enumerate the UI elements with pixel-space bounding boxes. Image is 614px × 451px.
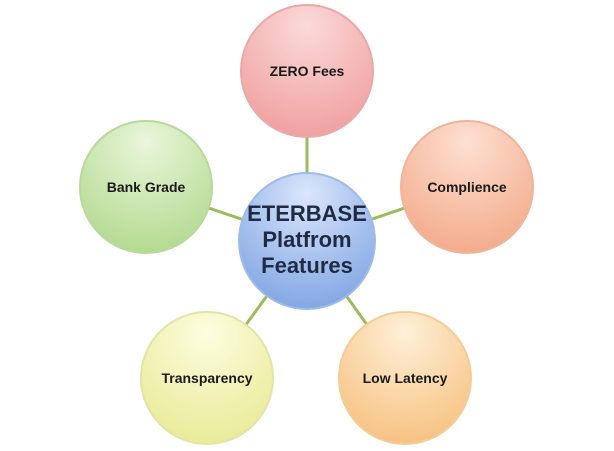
feature-label-transparency: Transparency <box>161 370 252 386</box>
connector-complience <box>370 206 405 221</box>
feature-node-complience: Complience <box>400 120 534 254</box>
feature-label-bank-grade: Bank Grade <box>107 179 186 195</box>
feature-circle-complience <box>400 120 534 254</box>
center-title-line-2: Platfrom <box>262 227 351 252</box>
feature-node-bank-grade: Bank Grade <box>79 120 213 254</box>
center-title-line-3: Features <box>261 253 353 278</box>
feature-node-zero-fees: ZERO Fees <box>240 4 374 138</box>
center-title-line-1: ETERBASE <box>247 201 367 226</box>
connector-low-latency <box>345 295 368 326</box>
connectors <box>208 137 405 326</box>
center-node: ETERBASE Platfrom Features <box>238 172 376 310</box>
feature-label-low-latency: Low Latency <box>363 370 448 386</box>
feature-label-zero-fees: ZERO Fees <box>270 63 345 79</box>
feature-label-complience: Complience <box>427 179 507 195</box>
connector-transparency <box>244 295 269 326</box>
feature-circle-transparency <box>140 311 274 445</box>
feature-node-transparency: Transparency <box>140 311 274 445</box>
feature-circle-low-latency <box>338 311 472 445</box>
feature-circle-zero-fees <box>240 4 374 138</box>
center-circle <box>238 172 376 310</box>
feature-circle-bank-grade <box>79 120 213 254</box>
connector-bank-grade <box>208 206 243 221</box>
feature-node-low-latency: Low Latency <box>338 311 472 445</box>
